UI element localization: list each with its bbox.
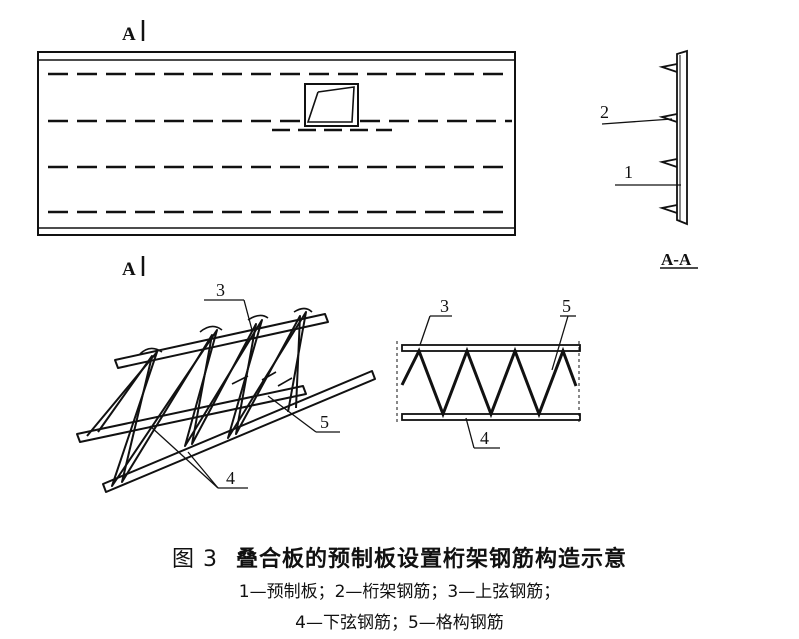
leader-5-elev-diag <box>551 315 569 371</box>
label-4-iso: 4 <box>226 468 235 488</box>
lattice-zigzag-elev <box>400 346 578 419</box>
leader-4-iso-b <box>187 451 219 489</box>
label-4-elev: 4 <box>480 428 489 448</box>
figure-caption-title: 图 3 叠合板的预制板设置桁架钢筋构造示意 <box>0 541 799 573</box>
leader-3-elev-diag <box>419 315 431 346</box>
label-3-elev: 3 <box>440 296 449 316</box>
section-letter-bottom: A <box>122 259 136 280</box>
section-truss-bars <box>658 63 678 214</box>
label-5-iso: 5 <box>320 412 329 432</box>
leader-4-elev <box>465 417 475 449</box>
top-chord-elev <box>401 344 581 352</box>
opening-outline <box>304 83 359 127</box>
truss-dashed-lines <box>48 72 512 214</box>
figure-title: 叠合板的预制板设置桁架钢筋构造示意 <box>235 547 627 572</box>
truss-isometric <box>76 299 376 493</box>
truss-elevation <box>396 315 581 449</box>
section-slab <box>676 49 688 226</box>
label-2: 2 <box>600 102 609 122</box>
leader-2 <box>601 118 673 125</box>
bottom-chord-bar-left <box>76 385 307 443</box>
section-title: A-A <box>661 250 692 269</box>
leader-4-iso-a <box>149 425 219 489</box>
opening-cut-edge <box>306 86 355 123</box>
bottom-chord-bar-right <box>102 370 376 493</box>
label-1: 1 <box>624 162 633 182</box>
figure-number: 图 3 <box>171 547 218 572</box>
opening <box>304 83 359 127</box>
leader-3-iso-diag <box>243 299 253 331</box>
slab-outline <box>37 51 516 236</box>
section-a-a <box>601 49 698 269</box>
label-3-iso: 3 <box>216 280 225 300</box>
plan-view <box>37 20 516 276</box>
figure-legend-line-2: 4—下弦钢筋；5—格构钢筋 <box>295 613 504 633</box>
leader-5-iso <box>267 395 317 433</box>
figure-legend-line-1: 1—预制板；2—桁架钢筋；3—上弦钢筋； <box>238 582 561 602</box>
lattice-bars <box>86 307 313 487</box>
label-5-elev: 5 <box>562 296 571 316</box>
section-letter-top: A <box>122 24 136 45</box>
